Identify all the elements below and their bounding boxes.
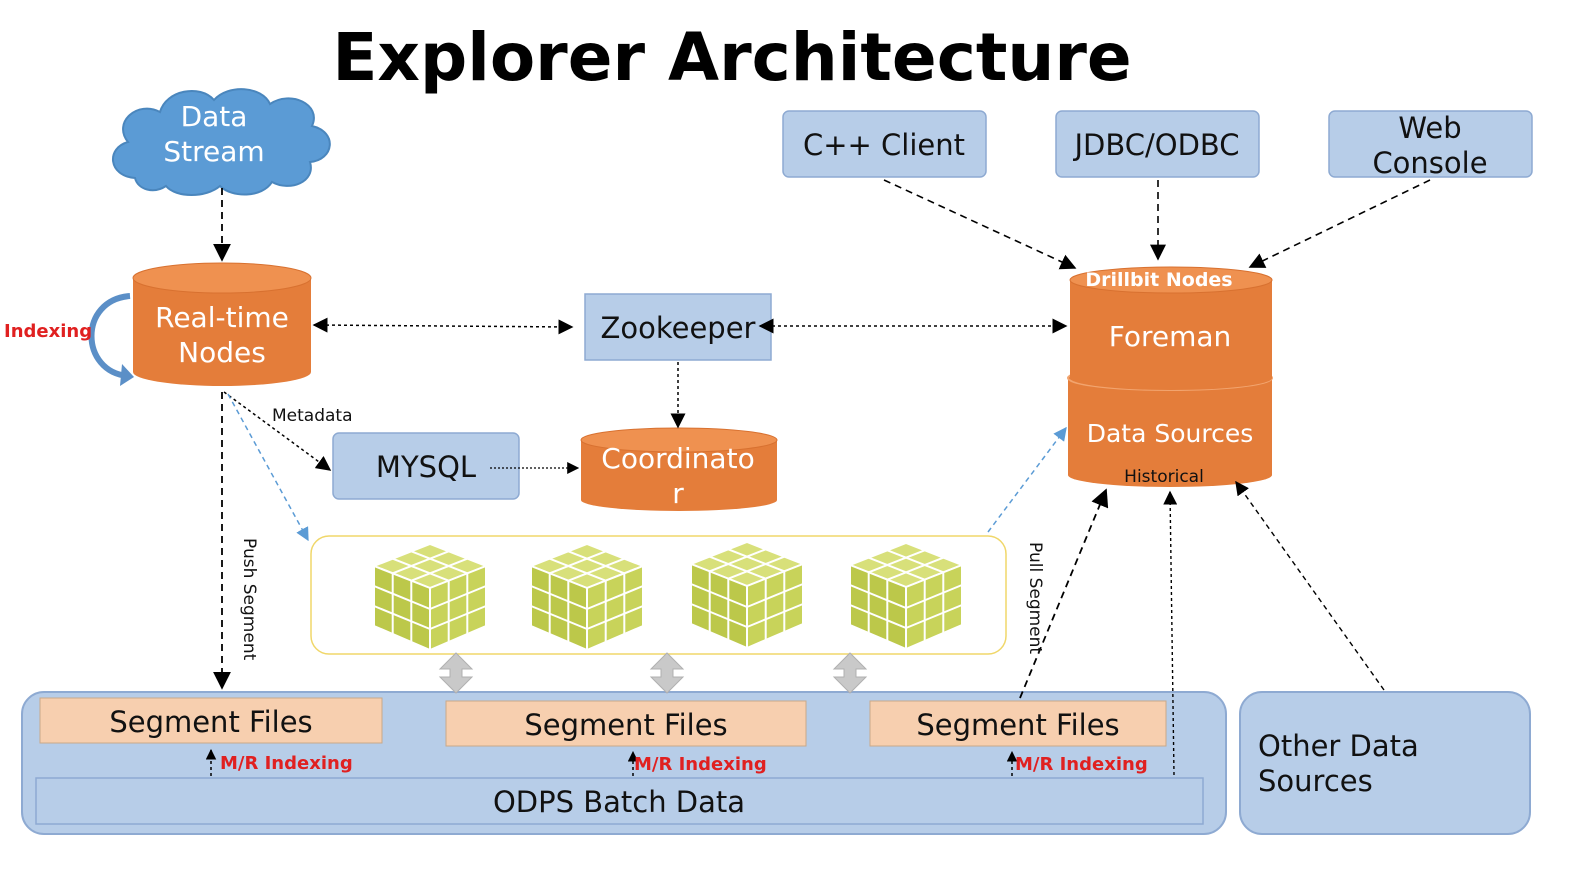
web-console-box [1328, 110, 1533, 178]
historical-label: Historical [1124, 467, 1204, 487]
segment-files-2-label: Segment Files [524, 708, 727, 742]
segment-cube-icon [530, 543, 644, 651]
segment-files-3 [869, 700, 1167, 747]
realtime-line2: Nodes [178, 336, 266, 369]
realtime-line1: Real-time [155, 301, 289, 334]
segment-files-1-label: Segment Files [109, 705, 312, 739]
segment-files-3-label: Segment Files [916, 708, 1119, 742]
edge-pull-segment [1019, 488, 1109, 699]
cloud-icon [111, 88, 331, 196]
edge-cpp-foreman [883, 179, 1077, 270]
edge-odps-historical [1163, 490, 1178, 776]
other-data-sources-box [1239, 691, 1531, 835]
data-stream-line2: Stream [163, 135, 264, 168]
mysql-box [332, 432, 520, 500]
edge-realtime-mysql [223, 391, 332, 471]
segment-cube-icon [849, 542, 963, 650]
edge-web-foreman [1248, 179, 1431, 268]
edge-realtime-zookeeper [312, 317, 574, 335]
cpp-client-box [782, 110, 987, 178]
jdbc-odbc-label: JDBC/ODBC [1072, 128, 1239, 162]
page-title: Explorer Architecture [332, 19, 1131, 96]
realtime-nodes-cylinder [132, 262, 312, 386]
odps-label: ODPS Batch Data [493, 785, 745, 819]
mysql-label: MYSQL [376, 450, 476, 484]
mr-indexing-2: M/R Indexing [634, 754, 767, 775]
double-arrow-icon [650, 652, 684, 694]
cpp-client-label: C++ Client [803, 128, 965, 162]
edge-realtime-cubes [227, 393, 309, 542]
other-sources-line1: Other Data [1258, 729, 1419, 763]
double-arrow-icon [439, 652, 473, 694]
data-sources-label: Data Sources [1087, 419, 1254, 448]
zookeeper-label: Zookeeper [601, 311, 756, 345]
jdbc-odbc-box [1055, 110, 1260, 178]
pull-segment-label: Pull Segment [1025, 542, 1045, 654]
metadata-label: Metadata [272, 406, 353, 426]
mr-indexing-1: M/R Indexing [220, 753, 353, 774]
edge-other-historical [1235, 480, 1385, 691]
segment-cube-icon [373, 543, 487, 651]
web-console-line2: Console [1372, 146, 1487, 180]
drillbit-nodes-label: Drillbit Nodes [1085, 269, 1232, 291]
double-arrow-icon [833, 652, 867, 694]
coordinator-cylinder [580, 427, 778, 511]
mr-indexing-3: M/R Indexing [1015, 754, 1148, 775]
zookeeper-box [584, 293, 772, 361]
segment-cube-icon [690, 541, 804, 649]
segment-files-1 [39, 697, 383, 744]
coordinator-line1: Coordinato [601, 442, 754, 475]
foreman-cylinder [1069, 266, 1273, 390]
data-stream-line1: Data [181, 100, 248, 133]
indexing-loop-arrow [88, 293, 131, 379]
odps-batch-bar [35, 777, 1204, 825]
indexing-label: Indexing [4, 321, 92, 342]
coordinator-line2: r [672, 477, 684, 510]
other-sources-line2: Sources [1258, 764, 1373, 798]
push-segment-label: Push Segment [239, 538, 259, 661]
web-console-line1: Web [1398, 111, 1461, 145]
edge-cubes-datasources [987, 426, 1067, 533]
foreman-label: Foreman [1109, 320, 1232, 353]
segment-files-2 [445, 700, 807, 747]
